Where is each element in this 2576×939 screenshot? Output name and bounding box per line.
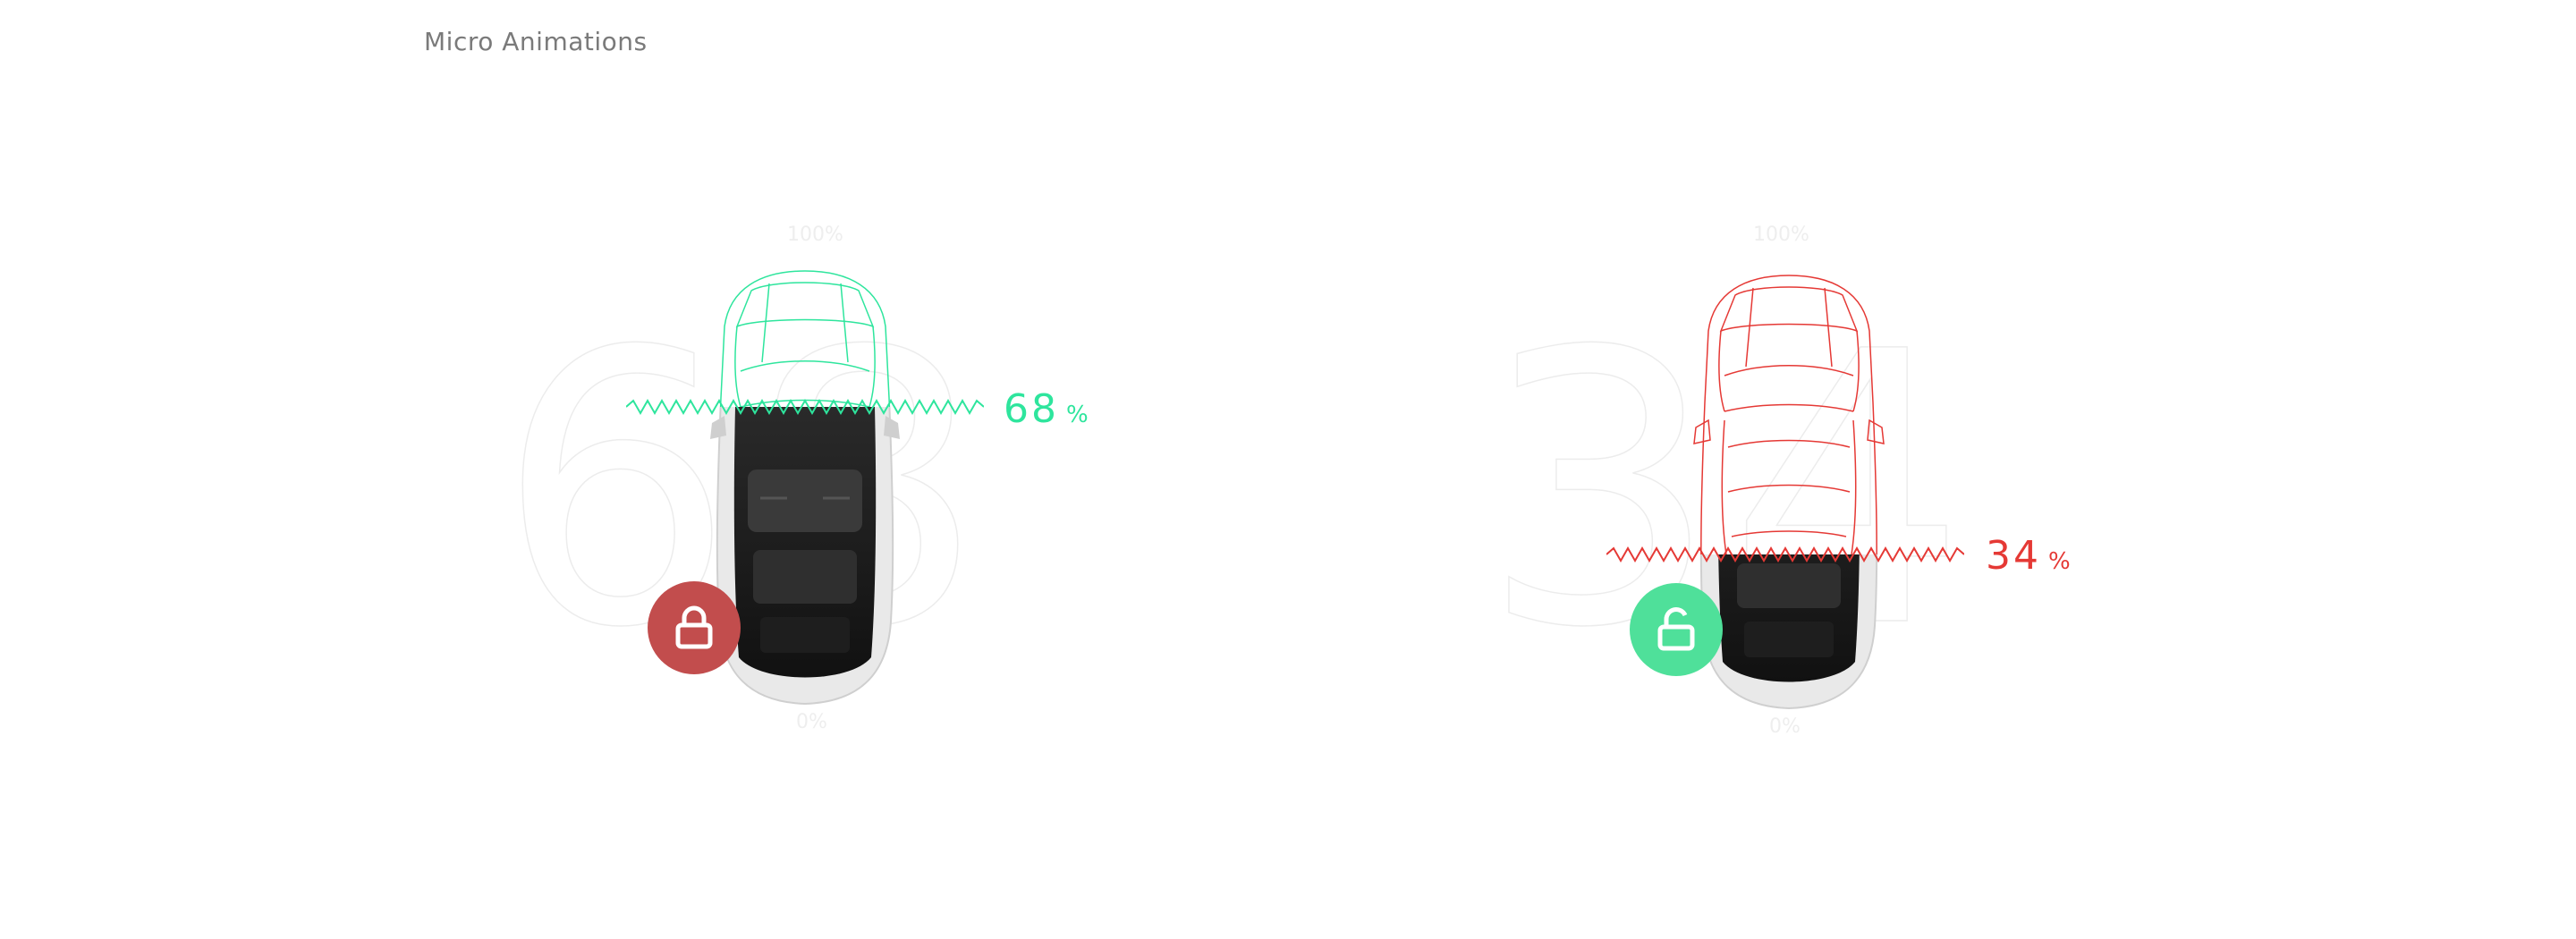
car-top-view	[1693, 275, 1885, 710]
lock-toggle-button[interactable]	[1630, 583, 1723, 676]
page-title: Micro Animations	[424, 27, 648, 56]
lock-closed-icon	[675, 605, 713, 649]
scale-top-label: 100%	[1753, 224, 1809, 246]
charge-percent-value: 34	[1986, 533, 2041, 579]
scale-top-label: 100%	[787, 224, 843, 246]
charge-level-wave	[1606, 546, 1964, 563]
lock-open-icon	[1657, 607, 1695, 651]
charge-percent-readout: 68 %	[1004, 386, 1089, 432]
car-filled-body	[710, 407, 900, 706]
charge-percent-value: 68	[1004, 386, 1059, 432]
car-top-view	[710, 270, 900, 706]
charge-level-wave	[626, 398, 984, 416]
car-filled-body	[1699, 554, 1878, 710]
charge-percent-unit: %	[1066, 402, 1089, 428]
battery-card-2: 34 100% 0%	[984, 0, 2272, 939]
charge-percent-unit: %	[2048, 548, 2071, 575]
scale-bottom-label: 0%	[796, 711, 827, 733]
lock-toggle-button[interactable]	[648, 581, 741, 674]
scale-bottom-label: 0%	[1769, 715, 1801, 738]
car-wireframe	[1693, 275, 1885, 554]
charge-percent-readout: 34 %	[1986, 533, 2071, 579]
battery-card-1: 68 100% 0%	[496, 224, 1089, 733]
